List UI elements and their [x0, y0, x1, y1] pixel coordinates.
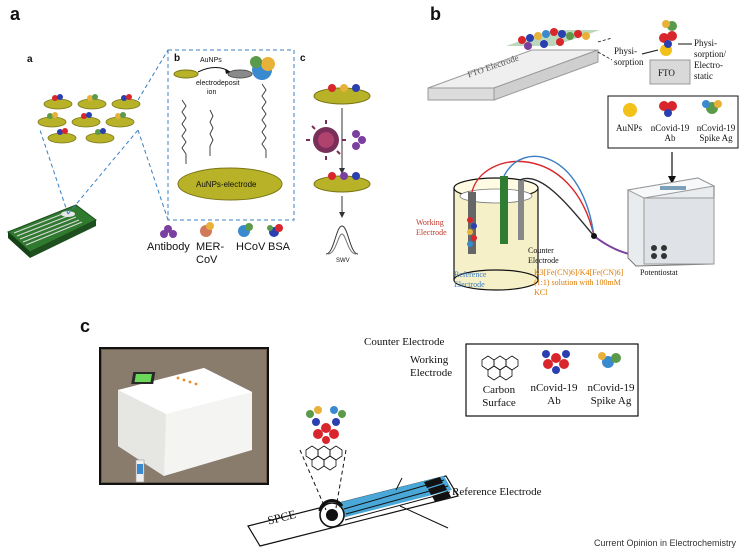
legend-ncovid-spike: nCovid-19 Spike Ag — [696, 123, 736, 143]
physisorption-label: Physi-sorption — [614, 46, 644, 67]
legend-mer-cov: MER-CoV — [196, 241, 225, 266]
working-electrode-label: Working Electrode — [416, 218, 447, 237]
potentiostat-device — [626, 177, 716, 267]
aunps-electrode-label: AuNPs-electrode — [196, 180, 257, 189]
legend-bsa: BSA — [268, 241, 291, 253]
legend-carbon-surface: Carbon Surface — [482, 384, 516, 409]
legend-ncovid-ab: nCovid-19 Ab — [650, 123, 690, 143]
sub-c-label: c — [300, 53, 306, 64]
counter-electrode-label: Counter Electrode — [528, 246, 559, 265]
device-photo — [99, 347, 269, 485]
solution-label: K3[Fe(CN)6]/K4[Fe(CN)6] (1:1) solution w… — [534, 268, 624, 297]
electrodeposit-label: electrodeposit — [196, 80, 240, 87]
reference-electrode-label: Reference Electrode — [452, 486, 542, 498]
aunps-label: AuNPs — [200, 57, 222, 64]
fto-label: FTO — [658, 68, 675, 78]
panel-a: a — [0, 0, 372, 290]
virus-icon — [306, 120, 346, 160]
panel-b-graphic — [427, 20, 739, 291]
legend-hcov: HCoV — [236, 241, 266, 253]
electrode-chemistry — [173, 56, 283, 201]
legend-aunps: AuNPs — [616, 123, 643, 133]
swv-label: SWV — [336, 258, 350, 264]
panel-a-graphic — [7, 49, 371, 258]
electrochemical-cell — [453, 176, 539, 291]
physisorption-electrostatic-label: Physi-sorption/ Electro-static — [694, 38, 727, 81]
panel-b: b — [372, 0, 744, 300]
fto-electrode — [427, 28, 600, 101]
swv-curve — [325, 225, 359, 255]
ion-label: ion — [207, 89, 217, 96]
protein-blob — [250, 56, 275, 80]
detection-sequence — [306, 84, 371, 255]
potentiostat-label: Potentiostat — [640, 268, 678, 277]
working-electrode-label: Working Electrode — [410, 354, 453, 379]
antibody-on-carbon — [305, 406, 346, 471]
legend-antibody: Antibody — [147, 241, 190, 253]
legend-ncovid-spike: nCovid-19 Spike Ag — [587, 382, 635, 407]
panel-a-letter: a — [10, 4, 21, 24]
panel-c-graphic — [99, 343, 639, 547]
sensor-board — [7, 204, 97, 258]
reference-electrode-label: Reference Electrode — [454, 270, 487, 289]
panel-c-legend-box — [465, 343, 639, 417]
physisorption-inset — [641, 20, 692, 85]
panel-c-letter: c — [80, 316, 91, 336]
footer-credit: Current Opinion in Electrochemistry — [593, 538, 736, 548]
sub-a-label: a — [27, 54, 33, 65]
counter-electrode-label: Counter Electrode — [364, 336, 445, 348]
panel-b-letter: b — [430, 4, 441, 24]
electrode-array — [37, 94, 141, 144]
panel-c: c — [0, 300, 744, 554]
panel-b-legend-box — [607, 95, 739, 149]
legend-ncovid-ab: nCovid-19 Ab — [530, 382, 578, 407]
panel-a-legend-icons — [160, 222, 283, 238]
antibody-icon — [352, 130, 366, 150]
sub-b-label: b — [174, 53, 181, 64]
